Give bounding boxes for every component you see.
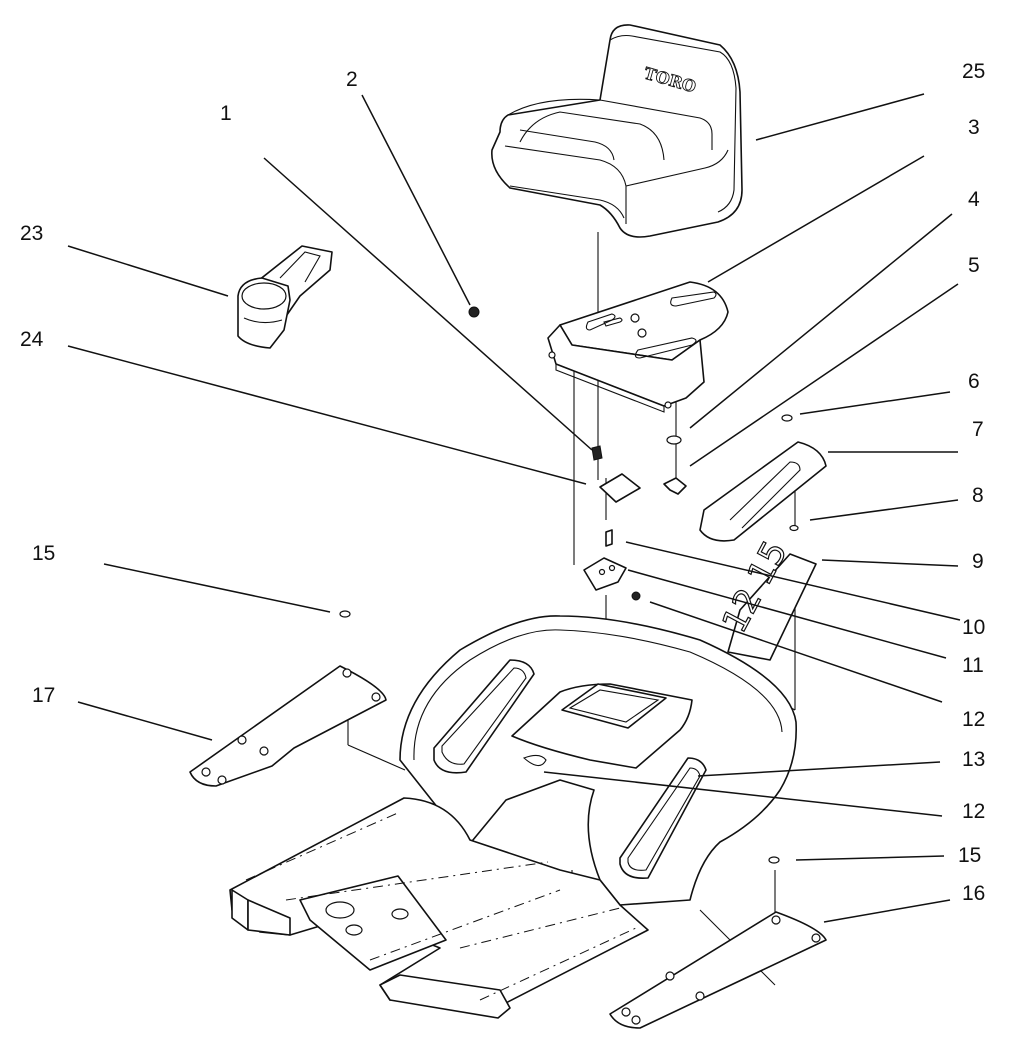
callout-15-right: 15 [958,844,981,867]
washer-4 [666,435,682,445]
callout-10: 10 [962,616,985,639]
callout-13: 13 [962,748,985,771]
callout-23: 23 [20,222,43,245]
callout-labels: 1 2 3 4 5 6 7 8 9 10 11 12 12 13 15 15 1… [20,60,985,905]
callout-25: 25 [962,60,985,83]
rivet-6 [781,414,793,422]
floor-pan [229,797,649,1019]
callout-7: 7 [972,418,984,441]
seat-bracket [547,281,729,413]
callout-12-top: 12 [962,708,985,731]
callout-12-middle: 12 [962,800,985,823]
rivet-15a [339,610,351,618]
rivet-8 [789,524,799,532]
rivet-15b [768,856,780,864]
callout-16: 16 [962,882,985,905]
cup-holder [237,245,333,349]
mount-11 [583,557,627,591]
knob-5 [663,477,687,495]
callout-3: 3 [968,116,980,139]
callout-17: 17 [32,684,55,707]
panel-17 [189,665,387,787]
nut-2 [468,306,480,318]
bolt-10 [605,529,613,547]
callout-9: 9 [972,550,984,573]
hardware-pieces [339,306,799,864]
callout-5: 5 [968,254,980,277]
bolt-1 [591,445,603,461]
pad-24 [599,473,641,503]
nut-12 [631,591,641,601]
callout-11: 11 [962,654,984,677]
callout-8: 8 [972,484,984,507]
callout-15-left: 15 [32,542,55,565]
callout-4: 4 [968,188,980,211]
callout-24: 24 [20,328,44,351]
callout-1: 1 [220,102,232,125]
callout-6: 6 [968,370,980,393]
plate-7 [699,441,827,542]
leader-lines [67,93,961,923]
callout-2: 2 [346,68,358,91]
panel-16 [609,911,827,1029]
seat: TORO [491,24,743,238]
